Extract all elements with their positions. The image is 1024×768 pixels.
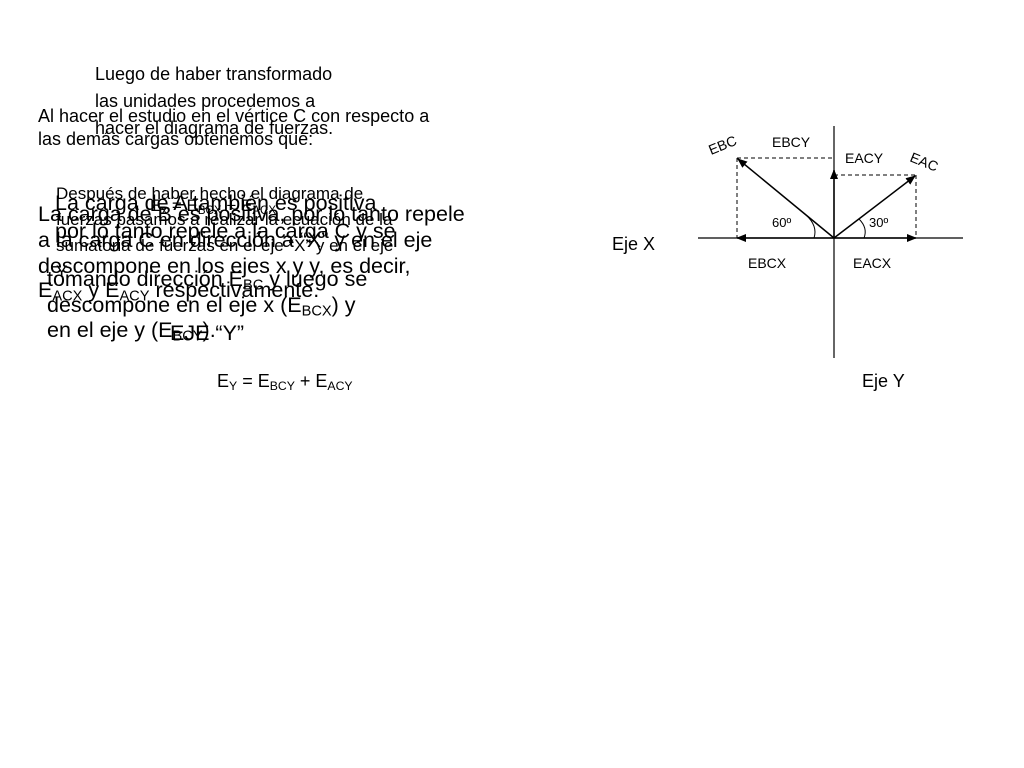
text-carga-a-line-3: descompone en los ejes x y y, es decir, xyxy=(38,254,411,278)
dashed-guides xyxy=(736,157,917,238)
label-eacy: EACY xyxy=(845,150,884,166)
axis-x-label: Eje X xyxy=(612,234,656,254)
label-eac: EAC xyxy=(908,149,941,175)
text-carga-b-line-4: descompone en el eje x (EBCX) y xyxy=(47,293,356,320)
label-angle-60: 60º xyxy=(772,215,791,230)
text-despues-line-4: Y. xyxy=(56,262,70,281)
text-despues-line-3: sumatoria de fuerzas en el eje “X” y en … xyxy=(56,236,394,255)
text-luego-line-1: Luego de haber transformado xyxy=(95,64,333,84)
text-despues-line-1: Después de haber hecho el diagrama de xyxy=(56,184,364,203)
arrow-ebc xyxy=(737,158,835,239)
label-ebcx: EBCX xyxy=(748,255,787,271)
label-ebcy: EBCY xyxy=(772,134,811,150)
text-luego-line-2: las unidades procedemos a xyxy=(95,91,316,111)
text-despues-line-2: fuerzas pasamos a realizar la ecuación d… xyxy=(56,210,393,229)
text-carga-b-line-5: en el eje y (EBCY). xyxy=(47,318,216,345)
text-carga-b-line-2: a la carga C en dirección a “X” y en el … xyxy=(38,228,433,252)
text-al-hacer-line-1: Al hacer el estudio en el vértice C con … xyxy=(38,106,430,126)
angle-arc-30 xyxy=(858,218,866,239)
axis-y-label: Eje Y xyxy=(862,371,905,391)
text-carga-b-line-1: La carga de B es positiva, por lo tanto … xyxy=(38,202,465,226)
arrow-eac xyxy=(833,175,916,239)
text-eje-y-heading: EJE “Y” xyxy=(170,321,245,345)
text-carga-a-line-4: EACX y EACY respectivamente. xyxy=(38,278,320,305)
label-angle-30: 30º xyxy=(869,215,888,230)
angle-arc-60 xyxy=(805,214,816,239)
text-ex-equation: Ex = EBCX + EACX xyxy=(150,196,277,217)
text-carga-a-line-1: La carga de A también es positiva xyxy=(55,191,377,215)
text-luego-line-3: hacer el diagrama de fuerzas. xyxy=(95,118,334,138)
text-al-hacer-line-2: las demás cargas obtenemos que: xyxy=(38,129,314,149)
text-carga-a-line-2: por lo tanto repele a la carga C y se xyxy=(55,219,396,243)
text-carga-b-line-3: tomando dirección EBC y luego se xyxy=(47,267,368,294)
label-eacx: EACX xyxy=(853,255,892,271)
equation-ey: EY = EBCY + EACY xyxy=(217,371,353,394)
label-ebc: EBC xyxy=(706,132,739,158)
